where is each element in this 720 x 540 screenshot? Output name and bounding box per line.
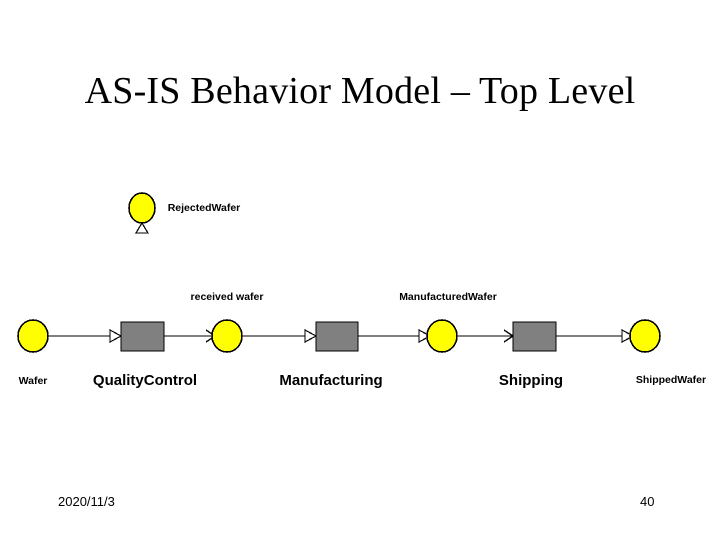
object-ellipse-icon — [426, 319, 458, 353]
node-label-quality-control: QualityControl — [93, 372, 197, 389]
node-label-rejected-wafer: RejectedWafer — [168, 202, 241, 214]
edge-manufacturing-to-manufactured-wafer — [358, 328, 432, 344]
arrowhead-triangle-icon — [621, 328, 635, 344]
node-manufacturing[interactable]: Manufacturing — [279, 321, 383, 389]
node-rejected-wafer[interactable]: RejectedWafer — [128, 192, 241, 224]
edge-shipping-to-shipped-wafer — [556, 328, 635, 344]
arrowhead-triangle-icon — [304, 328, 318, 344]
object-ellipse-icon — [128, 192, 156, 224]
node-quality-control[interactable]: QualityControl — [93, 321, 197, 389]
edge-wafer-to-quality-control — [48, 328, 123, 344]
node-label-shipping: Shipping — [499, 372, 563, 389]
object-ellipse-icon — [629, 319, 661, 353]
arrowhead-triangle-icon — [134, 221, 150, 234]
node-label-received-wafer: received wafer — [191, 291, 264, 303]
node-wafer[interactable]: Wafer — [17, 319, 49, 387]
edge-received-wafer-to-manufacturing — [242, 328, 318, 344]
node-label-shipped-wafer: ShippedWafer — [636, 374, 706, 386]
edge-layer — [48, 221, 635, 344]
process-rect-icon — [120, 321, 165, 352]
node-label-wafer: Wafer — [19, 375, 48, 387]
arrowhead-triangle-icon — [418, 328, 432, 344]
page-title: AS-IS Behavior Model – Top Level — [84, 70, 636, 112]
object-ellipse-icon — [17, 319, 49, 353]
node-manufactured-wafer[interactable]: ManufacturedWafer — [399, 291, 497, 353]
arrowhead-triangle-icon — [109, 328, 123, 344]
footer-date: 2020/11/3 — [58, 494, 115, 509]
edge-quality-control-to-rejected-wafer — [134, 221, 150, 234]
object-ellipse-icon — [211, 319, 243, 353]
node-received-wafer[interactable]: received wafer — [191, 291, 264, 353]
node-layer: Wafer QualityControl received wafer Manu… — [17, 192, 706, 389]
process-rect-icon — [512, 321, 557, 352]
edge-quality-control-to-received-wafer — [164, 329, 217, 343]
node-shipping[interactable]: Shipping — [499, 321, 563, 389]
node-label-manufactured-wafer: ManufacturedWafer — [399, 291, 497, 303]
footer-page-number: 40 — [640, 494, 655, 509]
node-label-manufacturing: Manufacturing — [279, 372, 382, 389]
process-rect-icon — [315, 321, 359, 352]
node-shipped-wafer[interactable]: ShippedWafer — [629, 319, 706, 386]
edge-manufactured-wafer-to-shipping — [457, 329, 515, 343]
